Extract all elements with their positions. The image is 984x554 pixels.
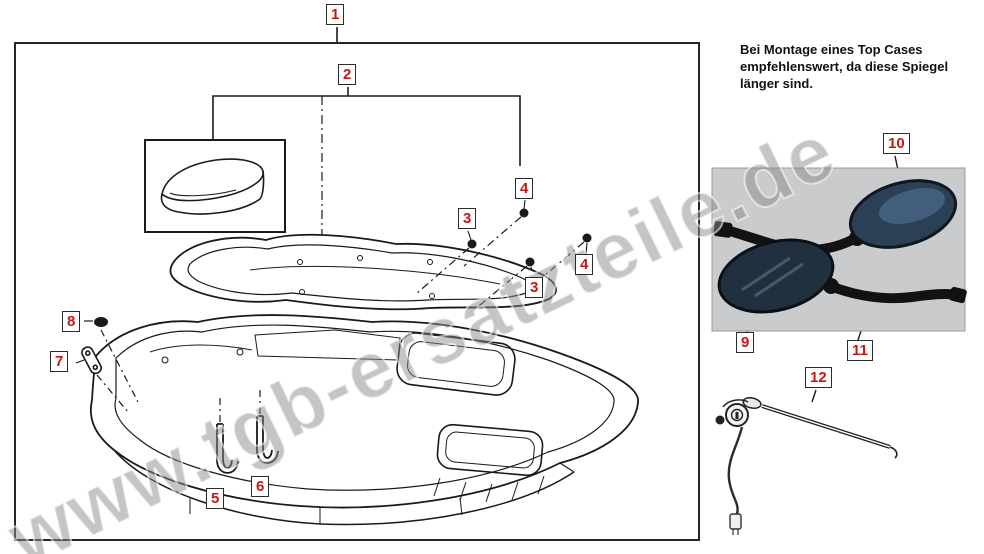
pad-inset [144, 139, 286, 233]
note-line: länger sind. [740, 75, 813, 91]
case-top-plate [169, 233, 557, 311]
hook-parts [216, 390, 279, 474]
note-text: Bei Montage eines Top Cases empfehlenswe… [740, 42, 984, 93]
case-lower-tray [90, 314, 639, 526]
callout-1: 1 [326, 4, 345, 25]
callout-4a: 4 [515, 178, 534, 199]
callout-3a: 3 [458, 208, 477, 229]
callout-12: 12 [805, 367, 832, 388]
note-line: Bei Montage eines Top Cases [740, 42, 923, 57]
callout-9: 9 [736, 332, 755, 353]
note-line: empfehlenswert, da diese Spiegel [740, 58, 949, 74]
lock-cable-assembly [715, 397, 898, 535]
mirrors-photo [711, 167, 967, 332]
callout-2: 2 [338, 64, 357, 85]
mirror-left-arm [825, 281, 962, 304]
bracket-and-cap [81, 317, 139, 413]
callout-5: 5 [206, 488, 225, 509]
callout-4b: 4 [575, 254, 594, 275]
callout-7: 7 [50, 351, 69, 372]
callout-3b: 3 [525, 277, 544, 298]
callout-10: 10 [883, 133, 910, 154]
callout-6: 6 [251, 476, 270, 497]
callout-11: 11 [847, 340, 873, 361]
callout-8: 8 [62, 311, 81, 332]
mirror-left-glass [717, 238, 835, 314]
